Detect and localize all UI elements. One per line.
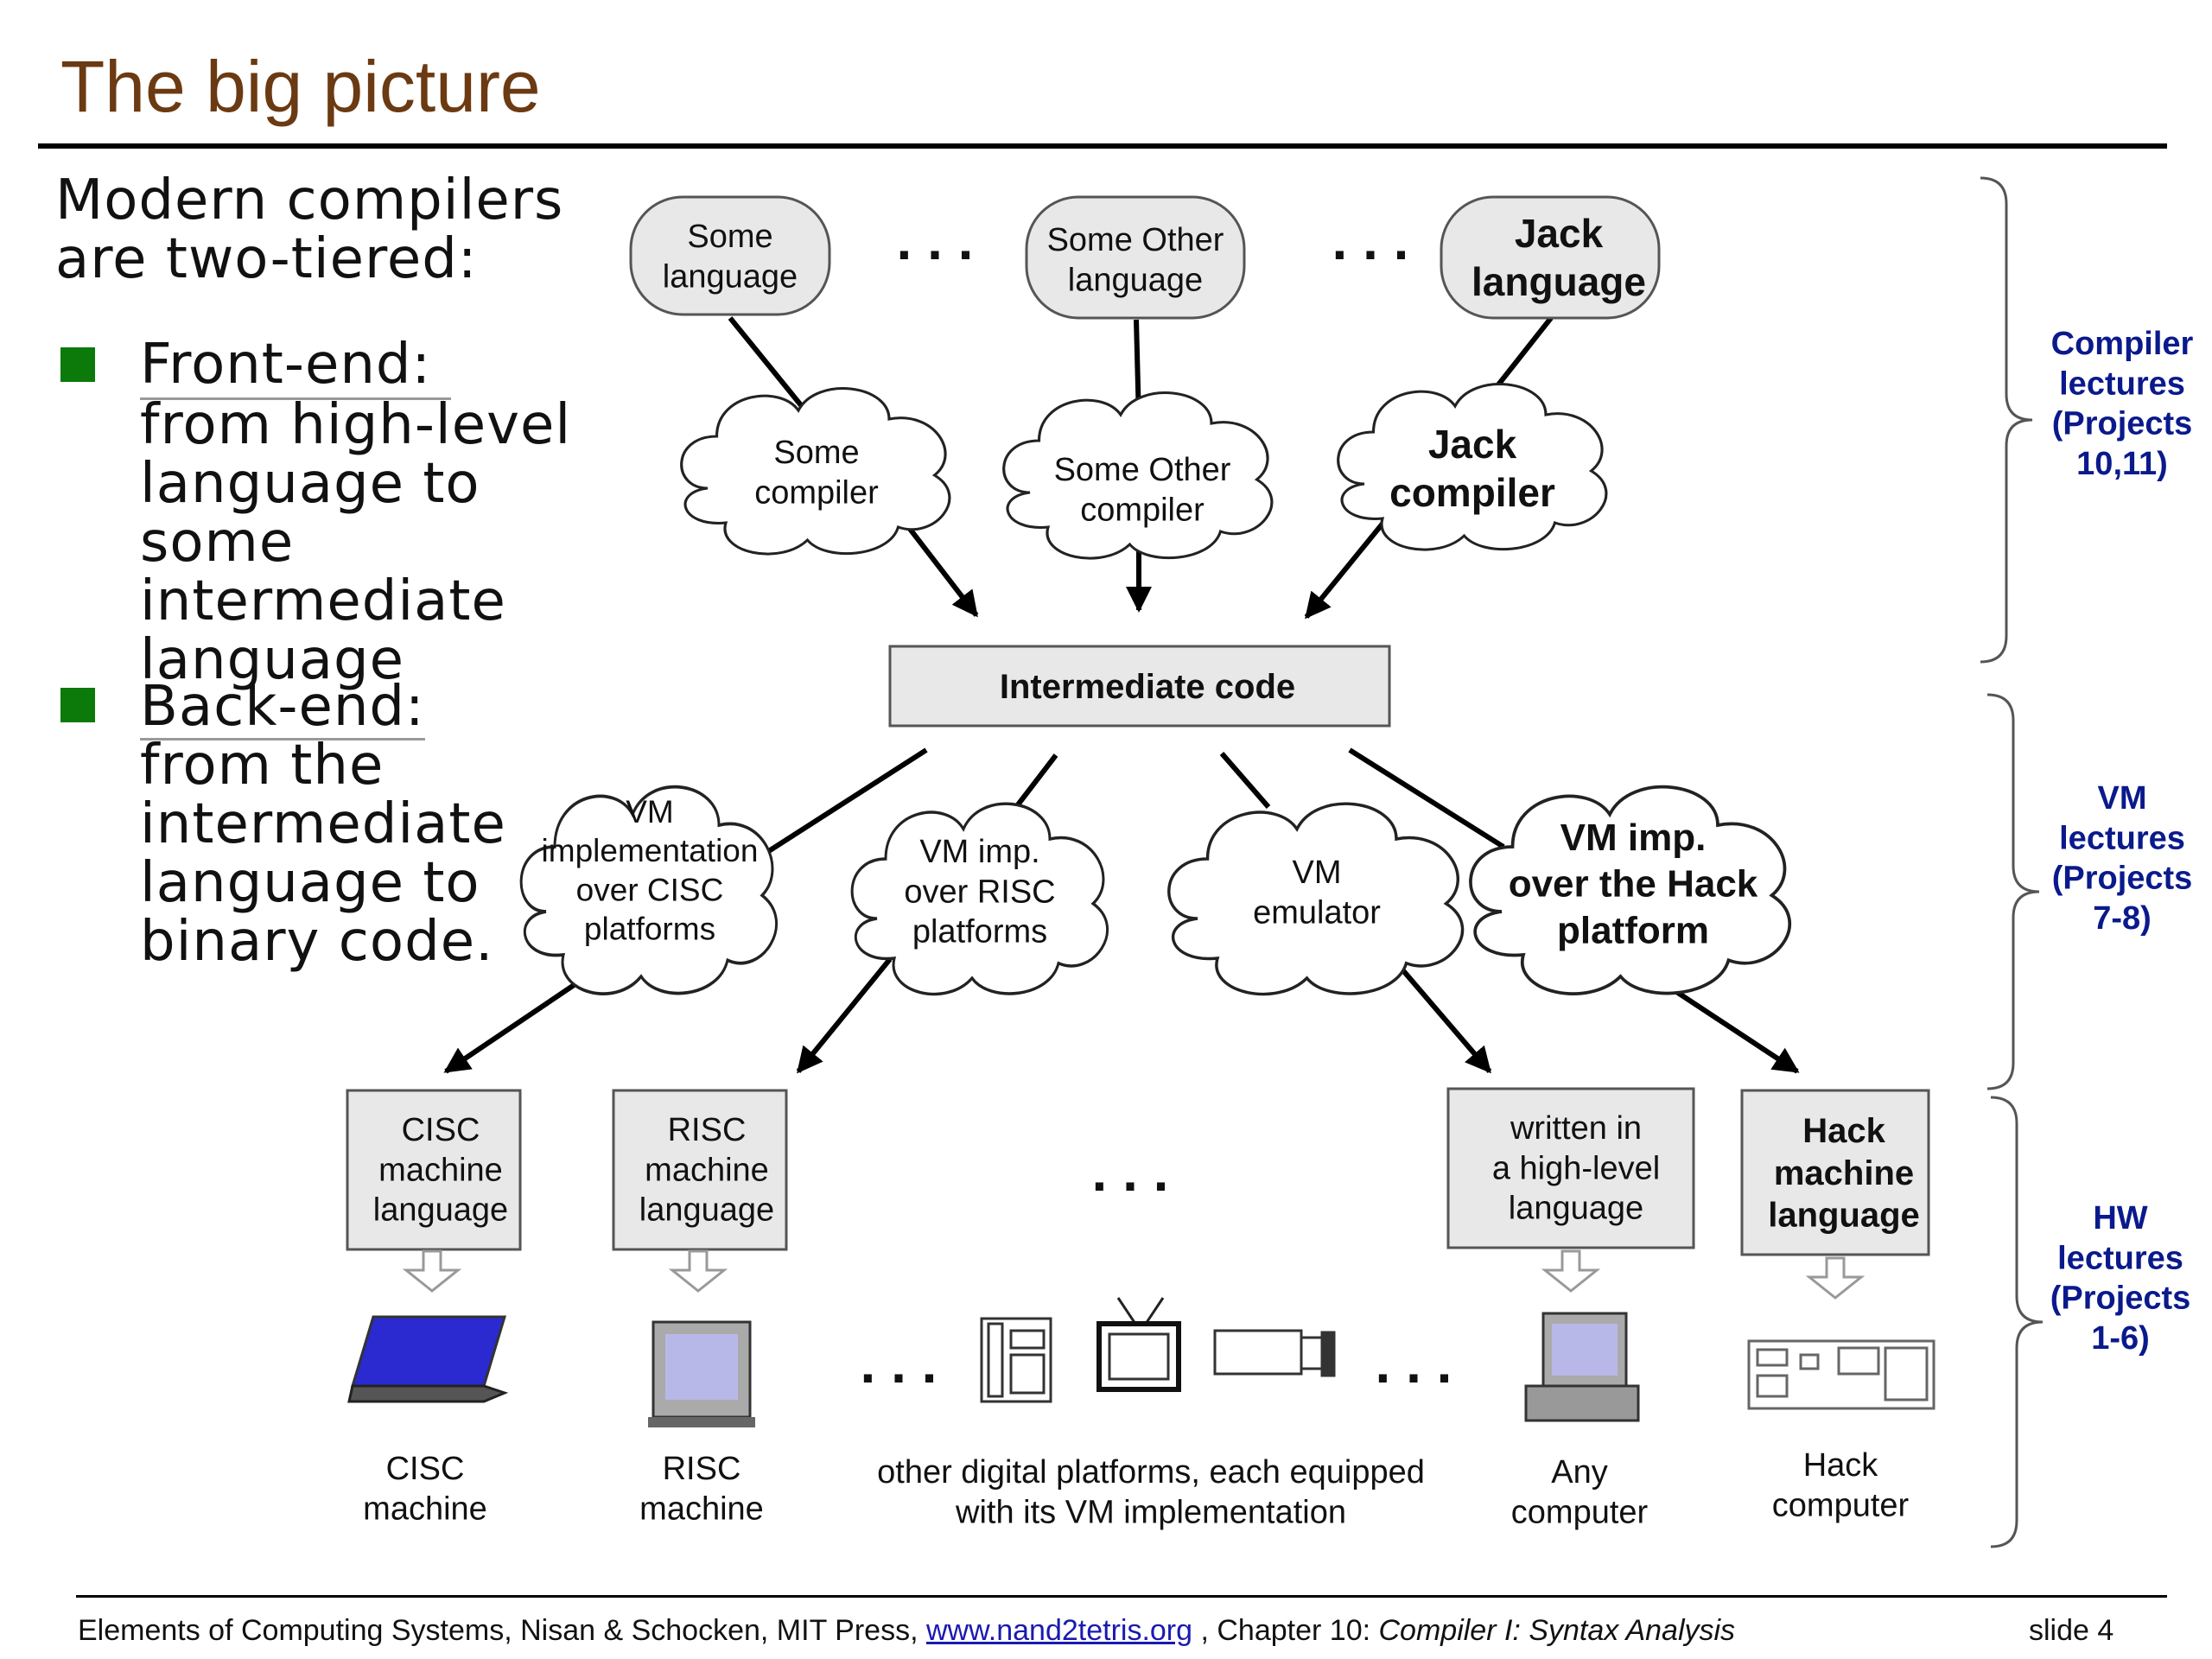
back-end-heading: Back-end: — [140, 675, 425, 739]
compiler-cloud — [680, 386, 951, 556]
front-end-text: from high-level language to some interme… — [140, 393, 572, 692]
ellipsis: . . . — [1376, 1332, 1452, 1395]
tv-icon — [1096, 1297, 1181, 1392]
down-arrow-icons — [402, 1249, 1866, 1300]
title-divider — [38, 143, 2167, 149]
back-end-underline — [140, 738, 425, 741]
pc-tower-icon — [1524, 1312, 1640, 1422]
camcorder-icon — [1213, 1329, 1336, 1377]
laptop-icon — [347, 1315, 509, 1403]
ellipsis: . . . — [897, 209, 974, 271]
ellipsis: . . . — [1092, 1141, 1169, 1203]
intermediate-code-label: Intermediate code — [1000, 668, 1295, 706]
bullet-square-icon — [60, 347, 95, 382]
intro-text: Modern compilers are two-tiered: — [55, 168, 564, 291]
footer-citation: Elements of Computing Systems, Nisan & S… — [78, 1614, 1735, 1648]
footer-suffix: , Chapter 10: — [1200, 1614, 1371, 1647]
front-end-underline — [140, 397, 451, 400]
bullet-square-icon — [60, 688, 95, 722]
footer-chapter: Compiler I: Syntax Analysis — [1378, 1614, 1736, 1647]
circuit-board-icon — [1747, 1339, 1936, 1410]
footer-link[interactable]: www.nand2tetris.org — [925, 1614, 1193, 1647]
page-title: The big picture — [60, 46, 541, 127]
section-braces — [1980, 176, 2044, 1548]
slide-number: slide 4 — [2029, 1614, 2114, 1647]
ellipsis: . . . — [1332, 209, 1409, 271]
desktop-computer-icon — [648, 1320, 755, 1427]
intermediate-code-box — [888, 645, 1391, 728]
phone-icon — [980, 1317, 1052, 1403]
front-end-heading: Front-end: — [140, 333, 432, 397]
footer-prefix: Elements of Computing Systems, Nisan & S… — [78, 1614, 918, 1647]
ellipsis: . . . — [861, 1332, 938, 1395]
back-end-text: from the intermediate language to binary… — [140, 734, 506, 974]
footer-divider — [76, 1595, 2167, 1598]
